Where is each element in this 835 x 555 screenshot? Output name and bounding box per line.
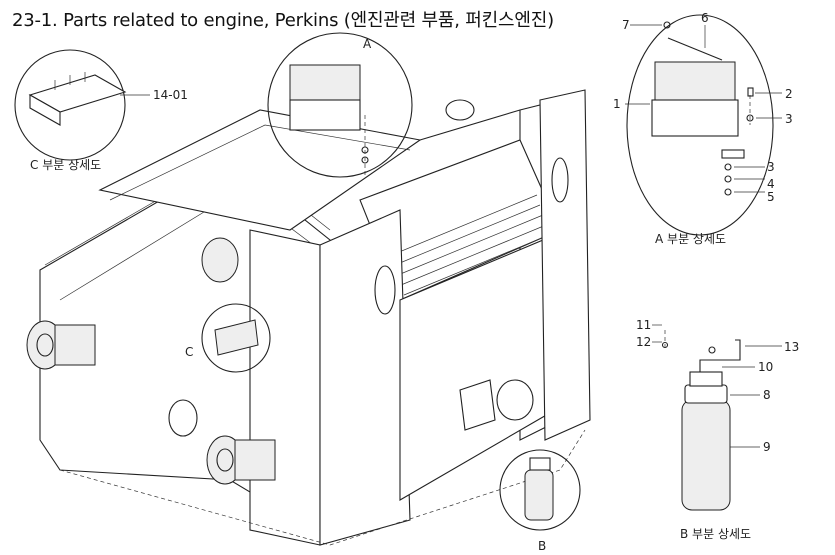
part-number-4: 4 (767, 177, 775, 191)
part-number-6: 6 (701, 11, 709, 25)
filler-cap (445, 99, 475, 121)
detail-b-caption: B 부분 상세도 (680, 527, 751, 541)
detail-a: 7 6 1 2 3 3 4 5 A 부분 상세도 (613, 11, 793, 246)
part-number-5: 5 (767, 190, 775, 204)
front-wheel-hub (26, 320, 96, 370)
rear-wheel-hub (206, 435, 276, 485)
hydraulic-pump (496, 379, 534, 421)
part-number-10: 10 (758, 360, 773, 374)
detail-c-caption: C 부분 상세도 (30, 158, 101, 172)
part-number-13: 13 (784, 340, 799, 354)
callout-b[interactable]: B (499, 449, 581, 553)
detail-c: 14-01 C 부분 상세도 (14, 49, 188, 172)
part-number-7: 7 (622, 18, 630, 32)
detail-a-caption: A 부분 상세도 (655, 232, 726, 246)
callout-a-label: A (363, 37, 372, 51)
part-number-8: 8 (763, 388, 771, 402)
axle-tube (201, 237, 239, 283)
side-light-right (551, 157, 569, 203)
part-number-14-01: 14-01 (153, 88, 188, 102)
callout-a[interactable]: A (267, 32, 413, 178)
access-cover (168, 399, 198, 437)
callout-b-label: B (538, 539, 546, 553)
side-light (374, 265, 396, 315)
part-number-9: 9 (763, 440, 771, 454)
detail-b: 11 12 13 10 8 9 B 부분 상세도 (636, 318, 799, 541)
part-number-3b: 3 (767, 160, 775, 174)
engine-vent-grille (391, 194, 550, 296)
part-number-1: 1 (613, 97, 621, 111)
machine-frame (26, 89, 591, 546)
callout-c[interactable]: C (185, 303, 271, 373)
callout-c-label: C (185, 345, 193, 359)
page-title: 23-1. Parts related to engine, Perkins (… (12, 10, 554, 31)
part-number-3: 3 (785, 112, 793, 126)
part-number-12: 12 (636, 335, 651, 349)
part-number-2: 2 (785, 87, 793, 101)
part-number-11: 11 (636, 318, 651, 332)
